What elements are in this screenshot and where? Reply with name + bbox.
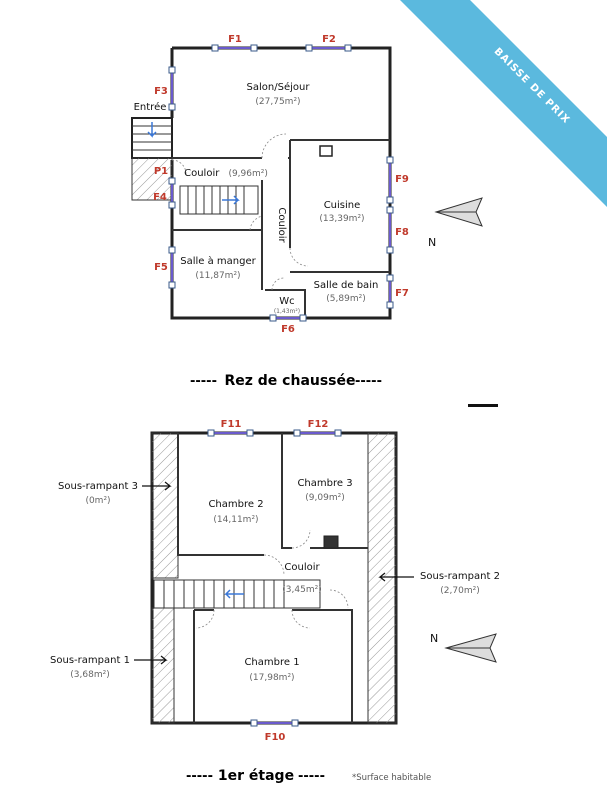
window-label: F6 bbox=[281, 324, 295, 335]
room-name: Chambre 3 bbox=[297, 478, 352, 489]
attic-name: Sous-rampant 3 bbox=[58, 481, 138, 492]
arrow-right-icon bbox=[142, 481, 172, 491]
attic-name: Sous-rampant 2 bbox=[420, 571, 500, 582]
divider-bar bbox=[468, 404, 498, 407]
room-area: (14,11m²) bbox=[213, 515, 258, 525]
room-label: Couloir (9,96m²) bbox=[184, 161, 268, 180]
window-label: F11 bbox=[221, 419, 242, 430]
price-drop-banner: BAISSE DE PRIX bbox=[400, 0, 607, 207]
north-arrow-icon bbox=[434, 197, 483, 227]
north-arrow-icon bbox=[444, 633, 497, 663]
attic-name: Sous-rampant 1 bbox=[50, 655, 130, 666]
room-name: Chambre 2 bbox=[208, 499, 263, 510]
ground-hatched-area bbox=[131, 157, 173, 201]
north-label: N bbox=[430, 632, 438, 645]
room-area: (1,43m²) bbox=[274, 308, 300, 315]
title-dashes: ----- bbox=[355, 374, 382, 389]
window-label: F5 bbox=[154, 262, 168, 273]
room-name: Salle de bain bbox=[314, 280, 379, 291]
entry-arrow-icon bbox=[147, 122, 157, 138]
title-dashes: ----- bbox=[298, 769, 325, 784]
entrance-label: Entrée bbox=[134, 101, 167, 113]
room-name: Cuisine bbox=[324, 200, 361, 211]
window-label: F2 bbox=[322, 34, 336, 45]
room-name: Couloir bbox=[284, 562, 320, 573]
room-name: Salon/Séjour bbox=[247, 81, 311, 93]
room-name: Chambre 1 bbox=[244, 657, 299, 668]
room-name: Couloir bbox=[276, 207, 287, 243]
surface-note: *Surface habitable bbox=[352, 773, 431, 783]
ground-floor-title: Rez de chaussée bbox=[224, 373, 355, 389]
attic-area-label: (2,70m²) bbox=[440, 586, 479, 596]
window-label: F4 bbox=[153, 192, 167, 203]
ground-floor-plan: F1 F2 F3 F4 F5 F6 F7 F8 F9 P1 Entrée Sal… bbox=[131, 34, 483, 389]
room-area: (5,89m²) bbox=[326, 294, 365, 304]
window-label: F9 bbox=[395, 174, 409, 185]
window-label: F12 bbox=[308, 419, 329, 430]
attic-area bbox=[151, 432, 179, 579]
room-area: (9,09m²) bbox=[305, 493, 344, 503]
room-area: (3,45m²) bbox=[282, 585, 321, 595]
window-label: F7 bbox=[395, 288, 409, 299]
attic-area-label: (3,68m²) bbox=[70, 670, 109, 680]
attic-area bbox=[151, 607, 175, 724]
title-dashes: ----- bbox=[190, 374, 217, 389]
room-area: (17,98m²) bbox=[249, 673, 294, 683]
attic-area-label: (0m²) bbox=[85, 496, 110, 506]
arrow-left-icon bbox=[378, 572, 414, 582]
north-label: N bbox=[428, 236, 436, 249]
window-label: F10 bbox=[265, 732, 286, 743]
title-dashes: ----- bbox=[186, 769, 213, 784]
room-area: (27,75m²) bbox=[255, 97, 300, 107]
stair-arrow-icon bbox=[224, 589, 244, 599]
room-area: (11,87m²) bbox=[195, 271, 240, 281]
first-floor-title: 1er étage bbox=[218, 768, 294, 784]
room-area: (13,39m²) bbox=[319, 214, 364, 224]
arrow-right-icon bbox=[134, 655, 168, 665]
door-label: P1 bbox=[154, 166, 168, 177]
window-label: F8 bbox=[395, 227, 409, 238]
room-name: Wc bbox=[279, 296, 294, 307]
first-floor-plan: F11 F12 F10 Chambre 2 (14,11m²) Chambre … bbox=[50, 419, 500, 784]
room-name: Salle à manger bbox=[180, 255, 256, 267]
window-label: F3 bbox=[154, 86, 168, 97]
stair-arrow-icon bbox=[222, 195, 240, 205]
window-label: F1 bbox=[228, 34, 242, 45]
